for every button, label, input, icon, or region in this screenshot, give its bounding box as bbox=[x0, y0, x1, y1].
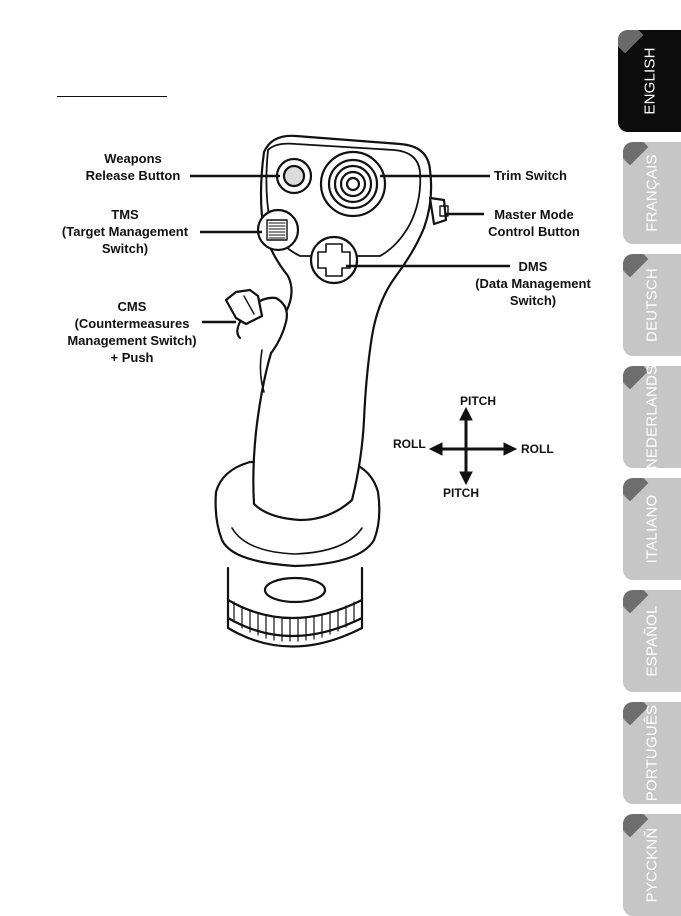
language-tabs: ENGLISH FRANÇAIS DEUTSCH NEDERLANDS ITAL… bbox=[614, 30, 681, 908]
label-tms: TMS (Target Management Switch) bbox=[50, 206, 200, 257]
label-roll-right: ROLL bbox=[521, 442, 554, 456]
tms-switch-shape bbox=[258, 210, 298, 250]
tab-espanol-label: ESPAÑOL bbox=[644, 605, 661, 676]
tab-portugues-label: PORTUGUÊS bbox=[644, 705, 661, 802]
label-dms: DMS (Data Management Switch) bbox=[470, 258, 596, 309]
tab-nederlands[interactable]: NEDERLANDS bbox=[623, 366, 681, 468]
tab-espanol[interactable]: ESPAÑOL bbox=[623, 590, 681, 692]
base-ring bbox=[228, 568, 362, 647]
tab-english[interactable]: ENGLISH bbox=[618, 30, 681, 132]
tab-russian-label: PYCCKNŇ bbox=[644, 828, 661, 903]
label-master-mode: Master Mode Control Button bbox=[484, 206, 584, 240]
tab-italiano[interactable]: ITALIANO bbox=[623, 478, 681, 580]
tab-nederlands-label: NEDERLANDS bbox=[644, 366, 661, 468]
label-pitch-top: PITCH bbox=[460, 394, 496, 408]
tab-portugues[interactable]: PORTUGUÊS bbox=[623, 702, 681, 804]
label-pitch-bottom: PITCH bbox=[443, 486, 479, 500]
tab-deutsch-label: DEUTSCH bbox=[644, 268, 661, 342]
tab-francais[interactable]: FRANÇAIS bbox=[623, 142, 681, 244]
tab-russian[interactable]: PYCCKNŇ bbox=[623, 814, 681, 916]
tab-deutsch[interactable]: DEUTSCH bbox=[623, 254, 681, 356]
trim-switch-shape bbox=[321, 152, 385, 216]
label-weapons-release: Weapons Release Button bbox=[80, 150, 186, 184]
label-roll-left: ROLL bbox=[393, 437, 426, 451]
master-mode-button-shape bbox=[430, 198, 446, 224]
joystick-illustration bbox=[0, 0, 600, 908]
dms-switch-shape bbox=[311, 237, 357, 283]
label-cms: CMS (Countermeasures Management Switch) … bbox=[60, 298, 204, 366]
tab-francais-label: FRANÇAIS bbox=[644, 154, 661, 231]
direction-cross bbox=[430, 408, 516, 484]
tab-english-label: ENGLISH bbox=[641, 47, 658, 114]
tab-italiano-label: ITALIANO bbox=[644, 495, 661, 564]
label-trim-switch: Trim Switch bbox=[494, 167, 567, 184]
